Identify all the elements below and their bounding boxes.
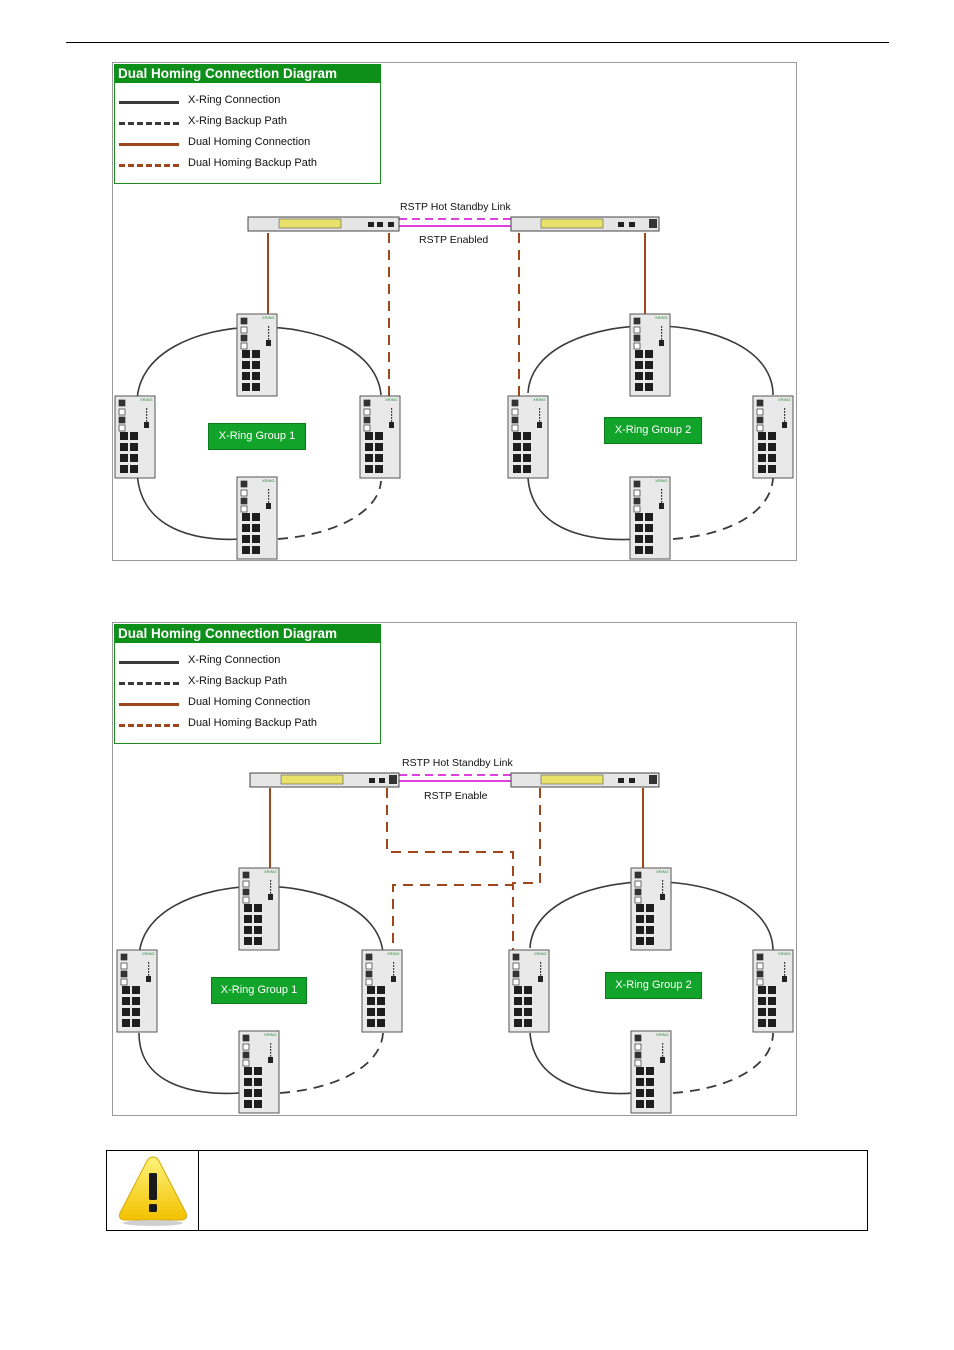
ring-switch-g1-bottom: XRING xyxy=(238,1030,280,1114)
ring-switch-g2-right: XRING xyxy=(752,949,794,1033)
ring-switch-g1-top: XRING xyxy=(238,867,280,951)
xring-2-connection-bottom xyxy=(527,477,636,541)
svg-text:XRING: XRING xyxy=(142,951,155,956)
legend-label: Dual Homing Connection xyxy=(188,696,311,708)
svg-text:XRING: XRING xyxy=(778,397,791,402)
legend-line-xring-backup xyxy=(119,682,179,685)
xring-group-2-badge: X-Ring Group 2 xyxy=(604,417,702,444)
legend-line-xring xyxy=(119,661,179,664)
legend-line-dual-homing xyxy=(119,703,179,706)
legend-title: Dual Homing Connection Diagram xyxy=(114,624,381,643)
xring-2-connection-bottom xyxy=(529,1032,634,1095)
ring-switch-g2-top: XRING xyxy=(629,313,671,397)
legend-label: X-Ring Connection xyxy=(188,94,281,106)
svg-text:XRING: XRING xyxy=(655,315,668,320)
xring-group-2-badge: X-Ring Group 2 xyxy=(605,972,702,999)
xring-1-backup-path xyxy=(279,1032,384,1094)
legend-line-dual-homing-backup xyxy=(119,724,179,727)
ring-switch-g2-bottom: XRING xyxy=(629,476,671,560)
ring-switch-g2-bottom: XRING xyxy=(630,1030,672,1114)
ring-switch-g2-top: XRING xyxy=(630,867,672,951)
ring-switch-g2-right: XRING xyxy=(752,395,794,479)
ring-switch-g1-left: XRING xyxy=(114,395,156,479)
core-switch-left xyxy=(247,216,400,232)
legend-item: X-Ring Backup Path xyxy=(115,673,380,693)
svg-text:XRING: XRING xyxy=(387,951,400,956)
xring-1-connection-bottom xyxy=(138,1032,240,1095)
svg-text:XRING: XRING xyxy=(264,869,277,874)
svg-text:XRING: XRING xyxy=(262,315,275,320)
dual-homing-backup-2 xyxy=(512,788,541,951)
diagram-2-canvas: XRING XRING XRING XRING XRING XRING XRIN… xyxy=(116,772,794,1114)
ring-switch-g1-right: XRING xyxy=(359,395,401,479)
warning-icon xyxy=(115,1153,191,1232)
legend-label: X-Ring Connection xyxy=(188,654,281,666)
xring-group-1-badge: X-Ring Group 1 xyxy=(211,977,307,1004)
svg-text:XRING: XRING xyxy=(656,1032,669,1037)
legend-item: X-Ring Connection xyxy=(115,652,380,672)
svg-text:XRING: XRING xyxy=(385,397,398,402)
legend-box: Dual Homing Connection Diagram X-Ring Co… xyxy=(114,64,381,184)
legend-title: Dual Homing Connection Diagram xyxy=(114,64,381,83)
svg-text:XRING: XRING xyxy=(140,397,153,402)
legend-line-dual-homing-backup xyxy=(119,164,179,167)
legend-box: Dual Homing Connection Diagram X-Ring Co… xyxy=(114,624,381,744)
ring-switch-g1-top: XRING xyxy=(236,313,278,397)
legend-line-xring xyxy=(119,101,179,104)
svg-text:XRING: XRING xyxy=(778,951,791,956)
legend-line-xring-backup xyxy=(119,122,179,125)
diagram-1-canvas: XRING XRING XRING XRING XRING XRING XRIN… xyxy=(114,216,794,560)
caution-divider xyxy=(198,1151,199,1230)
caution-box xyxy=(106,1150,868,1231)
header-rule xyxy=(66,42,889,43)
core-switch-left xyxy=(249,772,400,788)
svg-text:XRING: XRING xyxy=(262,478,275,483)
legend-item: X-Ring Backup Path xyxy=(115,113,380,133)
core-switch-right xyxy=(510,216,660,232)
legend-item: Dual Homing Connection xyxy=(115,134,380,154)
legend-item: X-Ring Connection xyxy=(115,92,380,112)
svg-text:XRING: XRING xyxy=(264,1032,277,1037)
ring-switch-g1-bottom: XRING xyxy=(236,476,278,560)
legend-item: Dual Homing Backup Path xyxy=(115,155,380,175)
rstp-standby-label: RSTP Hot Standby Link xyxy=(402,757,513,769)
xring-1-backup-path xyxy=(277,480,382,540)
ring-switch-g1-right: XRING xyxy=(361,949,403,1033)
legend-label: Dual Homing Backup Path xyxy=(188,157,318,169)
legend-label: X-Ring Backup Path xyxy=(188,675,288,687)
legend-label: Dual Homing Connection xyxy=(188,136,311,148)
dual-homing-backup-1 xyxy=(386,788,514,951)
rstp-enabled-label: RSTP Enabled xyxy=(419,234,489,246)
svg-text:XRING: XRING xyxy=(534,951,547,956)
xring-group-1-badge: X-Ring Group 1 xyxy=(208,423,306,450)
svg-text:XRING: XRING xyxy=(655,478,668,483)
rstp-standby-label: RSTP Hot Standby Link xyxy=(400,201,511,213)
svg-text:XRING: XRING xyxy=(533,397,546,402)
dual-homing-diagram-2: XRING XRING XRING XRING XRING XRING XRIN… xyxy=(112,622,797,1116)
ring-switch-g2-left: XRING xyxy=(508,949,550,1033)
legend-item: Dual Homing Connection xyxy=(115,694,380,714)
legend-item: Dual Homing Backup Path xyxy=(115,715,380,735)
ring-switch-g1-left: XRING xyxy=(116,949,158,1033)
rstp-enabled-label: RSTP Enable xyxy=(424,790,488,802)
legend-line-dual-homing xyxy=(119,143,179,146)
xring-2-backup-path xyxy=(672,477,774,540)
ring-switch-g2-left: XRING xyxy=(507,395,549,479)
core-switch-right xyxy=(510,772,660,788)
legend-label: Dual Homing Backup Path xyxy=(188,717,318,729)
legend-label: X-Ring Backup Path xyxy=(188,115,288,127)
xring-1-connection-bottom xyxy=(136,467,242,541)
svg-text:XRING: XRING xyxy=(656,869,669,874)
xring-2-backup-path xyxy=(672,1032,774,1094)
dual-homing-diagram-1: XRING XRING XRING XRING XRING XRING XRIN… xyxy=(112,62,797,561)
